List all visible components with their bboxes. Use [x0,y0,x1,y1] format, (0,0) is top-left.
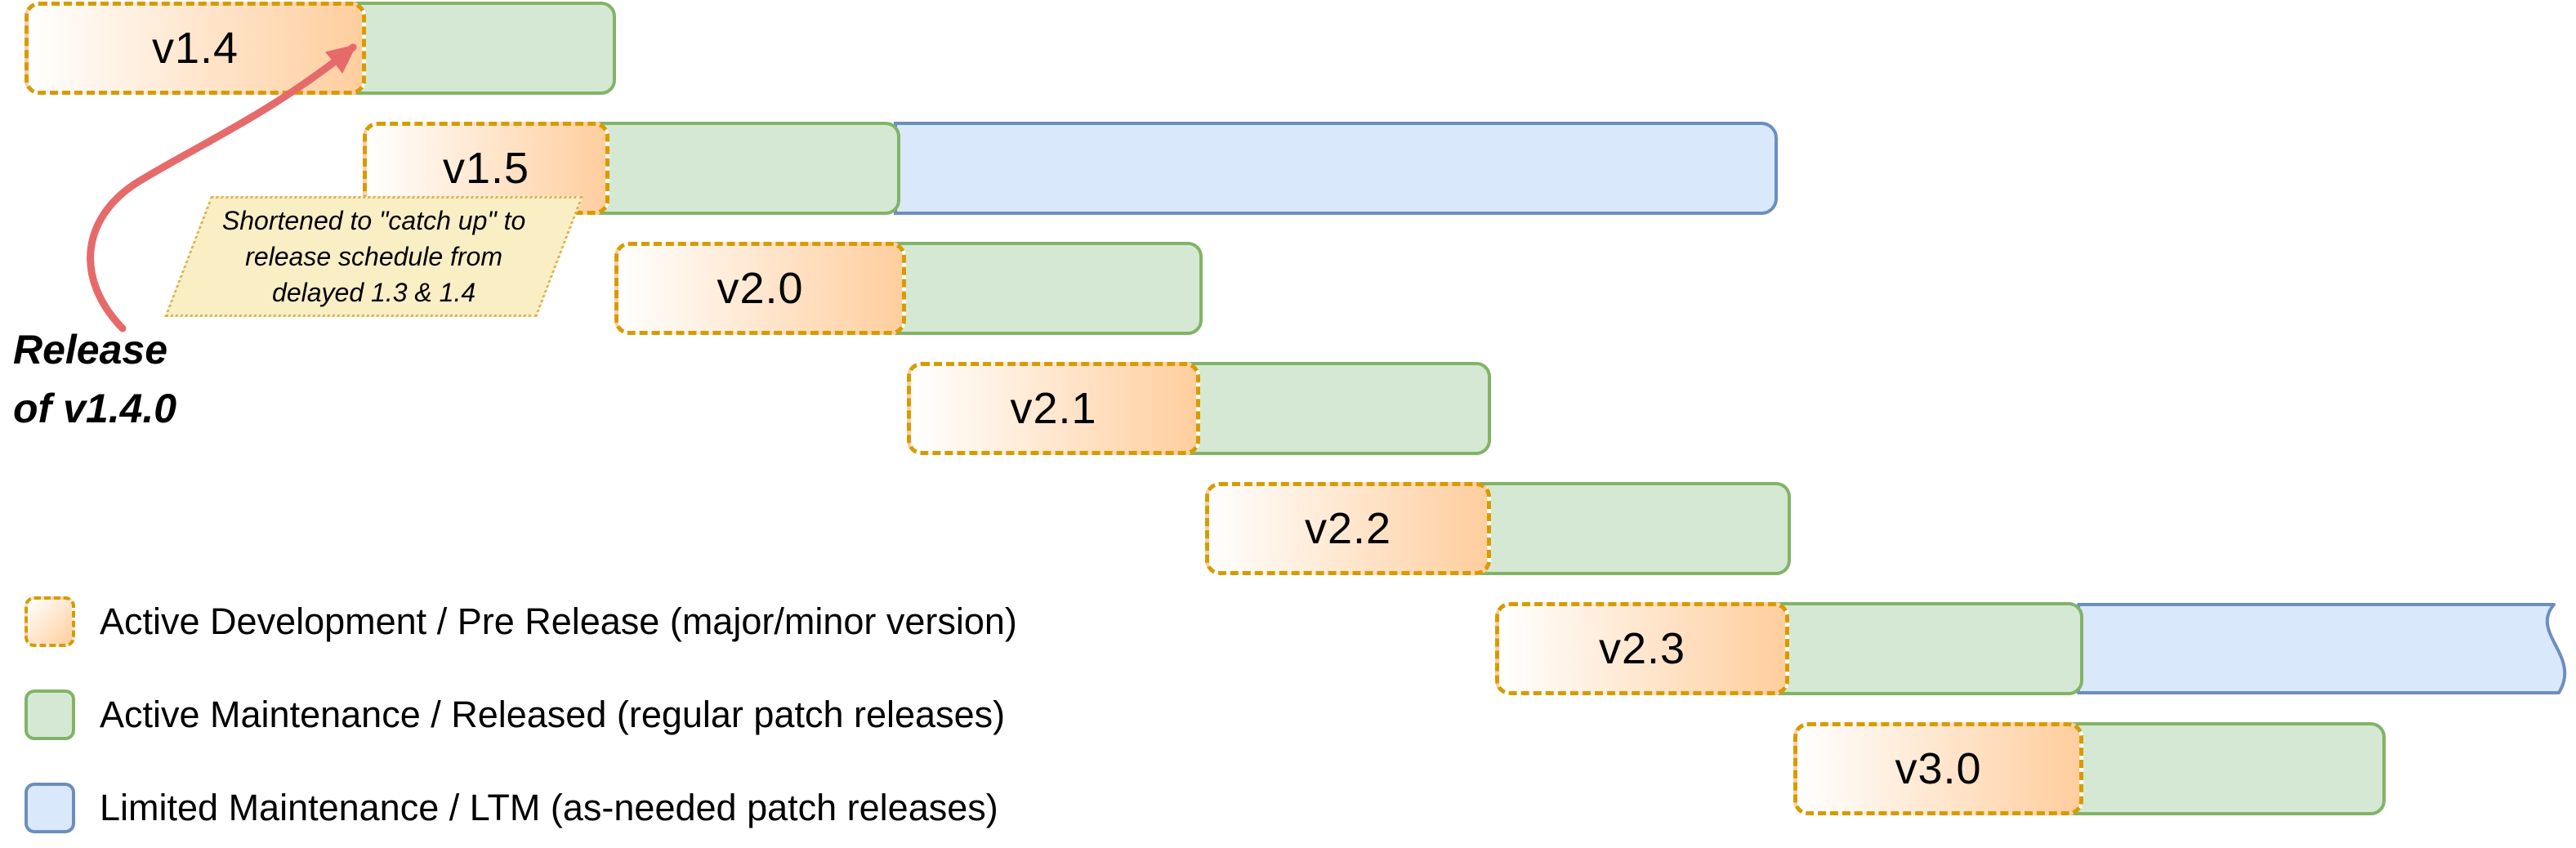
maintenance-bar [585,122,900,215]
release-marker-label: Release of v1.4.0 [13,320,176,438]
version-label: v2.1 [1010,384,1097,433]
legend-swatch-maintenance [25,690,75,740]
legend-row-maintenance: Active Maintenance / Released (regular p… [25,690,1005,740]
annotation-note-line: release schedule from [245,242,503,271]
release-row-v2.2: v2.2 [0,482,2576,575]
maintenance-bar [2059,722,2386,815]
maintenance-bar [882,242,1203,335]
legend-row-dev: Active Development / Pre Release (major/… [25,596,1017,647]
legend-swatch-dev [25,596,75,647]
version-label: v1.4 [151,24,239,73]
release-row-v1.4: v1.4 [0,2,2576,95]
version-label: v2.0 [717,264,804,313]
dev-bar: v1.4 [25,2,366,95]
maintenance-bar [1765,602,2083,695]
version-label: v2.3 [1598,624,1686,673]
release-row-v2.0: v2.0 [0,242,2576,335]
annotation-note-text: Shortened to "catch up" to release sched… [190,199,558,315]
dev-bar: v2.2 [1205,482,1491,575]
annotation-note: Shortened to "catch up" to release sched… [164,196,584,317]
ltm-bar-torn-shape [2077,603,2567,694]
version-label: v3.0 [1895,744,1982,793]
legend-row-ltm: Limited Maintenance / LTM (as-needed pat… [25,783,998,833]
maintenance-bar [342,2,616,95]
annotation-note-line: delayed 1.3 & 1.4 [272,278,476,307]
legend-swatch-ltm [25,783,75,833]
dev-bar: v2.3 [1495,602,1789,695]
version-label: v1.5 [442,144,530,193]
release-marker-line: of v1.4.0 [13,386,177,431]
dev-bar: v2.0 [614,242,906,335]
legend-label-maintenance: Active Maintenance / Released (regular p… [100,694,1006,735]
version-label: v2.2 [1304,504,1392,553]
dev-bar: v3.0 [1793,722,2083,815]
release-row-v2.1: v2.1 [0,362,2576,455]
legend-label-ltm: Limited Maintenance / LTM (as-needed pat… [100,787,998,828]
release-marker-line: Release [13,327,168,373]
release-row-v2.3: v2.3 [0,602,2576,695]
maintenance-bar [1176,362,1491,455]
ltm-bar-torn [2077,603,2567,694]
ltm-bar [894,122,1778,215]
annotation-note-line: Shortened to "catch up" to [221,206,526,235]
dev-bar: v2.1 [907,362,1200,455]
release-row-v1.5: v1.5 [0,122,2576,215]
legend-label-dev: Active Development / Pre Release (major/… [100,600,1017,642]
release-row-v3.0: v3.0 [0,722,2576,815]
maintenance-bar [1467,482,1791,575]
